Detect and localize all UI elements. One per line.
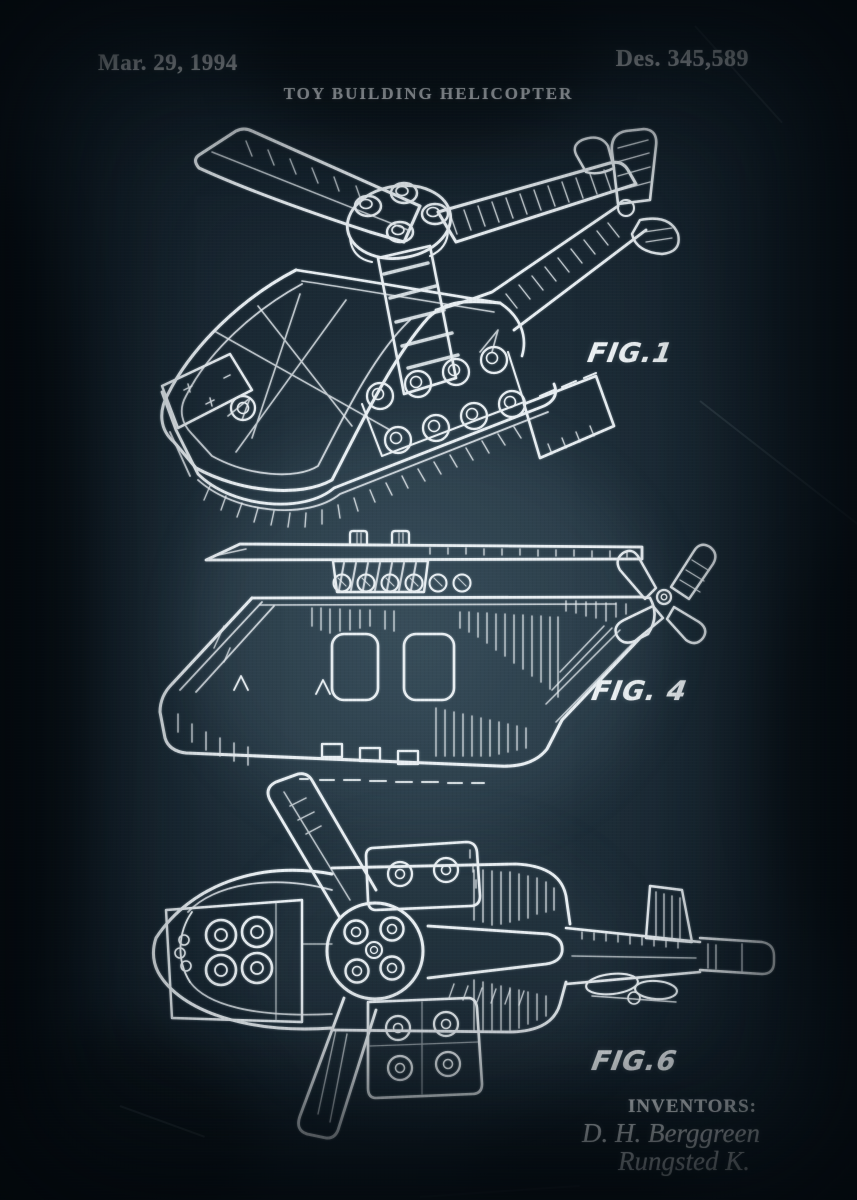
fig4-side-view-drawing [158, 529, 717, 784]
inventor-name-line: D. H. Berggreen [582, 1118, 760, 1148]
fig6-label: FIG.6 [589, 1046, 680, 1077]
patent-number: Des. 345,589 [615, 46, 749, 72]
patent-title: TOY BUILDING HELICOPTER [283, 84, 574, 103]
fig1-perspective-drawing [160, 127, 680, 528]
patent-date: Mar. 29, 1994 [98, 50, 238, 75]
fig1-label: FIG.1 [585, 338, 676, 369]
inventors-heading: INVENTORS: [628, 1096, 757, 1117]
fig4-label: FIG. 4 [589, 676, 690, 707]
inventor-place-line: Rungsted K. [618, 1146, 750, 1176]
fig6-top-view-drawing [151, 772, 776, 1140]
